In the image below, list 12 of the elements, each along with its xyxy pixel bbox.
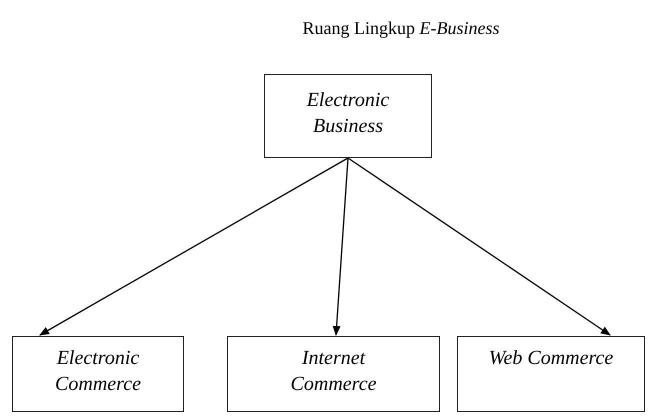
box-label: Internet Commerce: [290, 346, 378, 397]
arrow: [39, 157, 348, 336]
arrow: [332, 158, 349, 336]
arrow: [348, 157, 611, 336]
box-label: Electronic Commerce: [54, 346, 142, 397]
process-box: [264, 74, 432, 158]
process-box: [12, 336, 184, 412]
diagram-title: Ruang Lingkup E-Business: [302, 18, 500, 39]
box-label: Electronic Business: [306, 88, 390, 139]
process-box: [457, 336, 645, 412]
box-label: Web Commerce: [488, 346, 614, 371]
process-box: [227, 336, 440, 412]
